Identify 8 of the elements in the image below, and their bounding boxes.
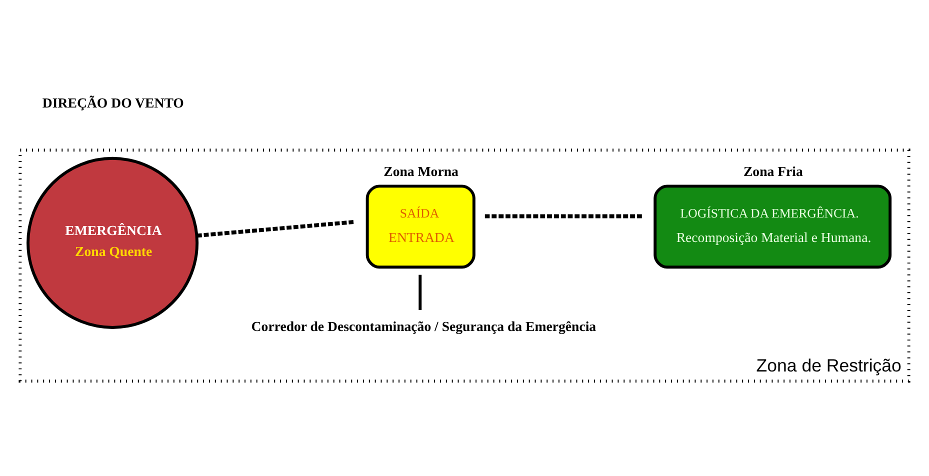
- label: DIREÇÃO DO VENTO: [42, 95, 184, 110]
- node-label: Zona Fria: [743, 164, 803, 179]
- connector: [418, 274, 422, 310]
- connector: [196, 220, 356, 238]
- connector: [484, 214, 644, 218]
- node-label: Zona Morna: [384, 164, 458, 179]
- node-text: Corredor de Descontaminação / Segurança da Emergência: [251, 319, 596, 334]
- node-circle: EMERGÊNCIA Zona Quente: [26, 156, 199, 329]
